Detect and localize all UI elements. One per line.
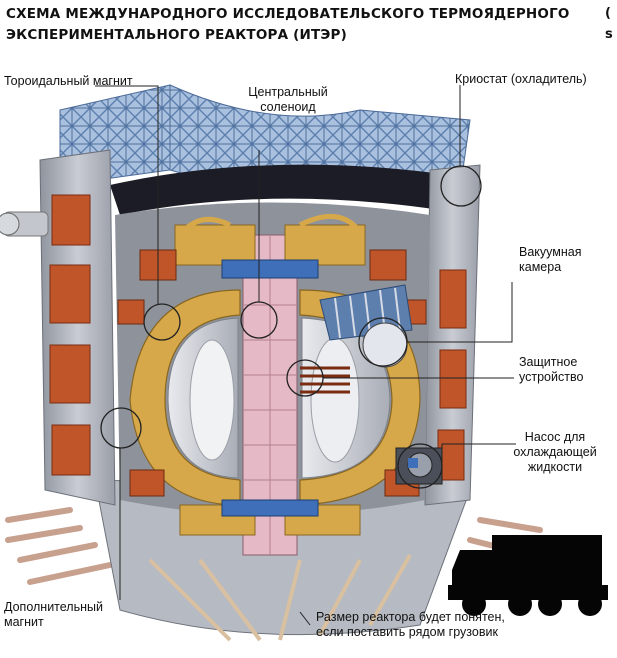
- label-vacuum-chamber: Вакуумная камера: [519, 245, 581, 275]
- diagram-title-line2: ЭКСПЕРИМЕНТАЛЬНОГО РЕАКТОРА (ИТЭР): [6, 27, 348, 43]
- label-additional-magnet-line1: Дополнительный: [4, 600, 103, 614]
- label-protective-device-line1: Защитное: [519, 355, 578, 369]
- label-coolant-pump-line2: охлаждающей: [513, 445, 597, 459]
- coolant-pump: [395, 447, 443, 485]
- label-protective-device-line2: устройство: [519, 370, 584, 384]
- label-coolant-pump: Насос для охлаждающей жидкости: [496, 430, 614, 475]
- label-central-solenoid-line2: соленоид: [260, 100, 316, 114]
- vacuum-chamber-port: [319, 284, 413, 368]
- reactor-illustration: [0, 84, 543, 642]
- diagram-title-line1: СХЕМА МЕЖДУНАРОДНОГО ИССЛЕДОВАТЕЛЬСКОГО …: [6, 6, 570, 22]
- label-truck-note-line2: если поставить рядом грузовик: [316, 625, 498, 639]
- label-central-solenoid-line1: Центральный: [248, 85, 328, 99]
- label-additional-magnet-line2: магнит: [4, 615, 44, 629]
- protective-device: [300, 366, 350, 394]
- truck-silhouette: [448, 535, 608, 616]
- label-vacuum-chamber-line2: камера: [519, 260, 562, 274]
- label-truck-note: Размер реактора будет понятен, если пост…: [316, 610, 505, 640]
- label-cryostat: Криостат (охладитель): [455, 72, 587, 86]
- label-coolant-pump-line1: Насос для: [524, 430, 586, 444]
- edge-fragment-1: (: [605, 6, 611, 21]
- label-central-solenoid: Центральный соленоид: [228, 85, 348, 115]
- label-vacuum-chamber-line1: Вакуумная: [519, 245, 582, 259]
- label-truck-note-line1: Размер реактора будет понятен,: [316, 610, 505, 624]
- label-coolant-pump-line3: жидкости: [527, 460, 583, 474]
- label-toroidal-magnet: Тороидальный магнит: [4, 74, 133, 88]
- cryostat-top-cover: [110, 164, 452, 215]
- leader-lines: [95, 85, 516, 626]
- label-additional-magnet: Дополнительный магнит: [4, 600, 103, 630]
- callout-circles: [100, 165, 482, 489]
- label-protective-device: Защитное устройство: [519, 355, 583, 385]
- edge-fragment-2: s: [605, 27, 613, 42]
